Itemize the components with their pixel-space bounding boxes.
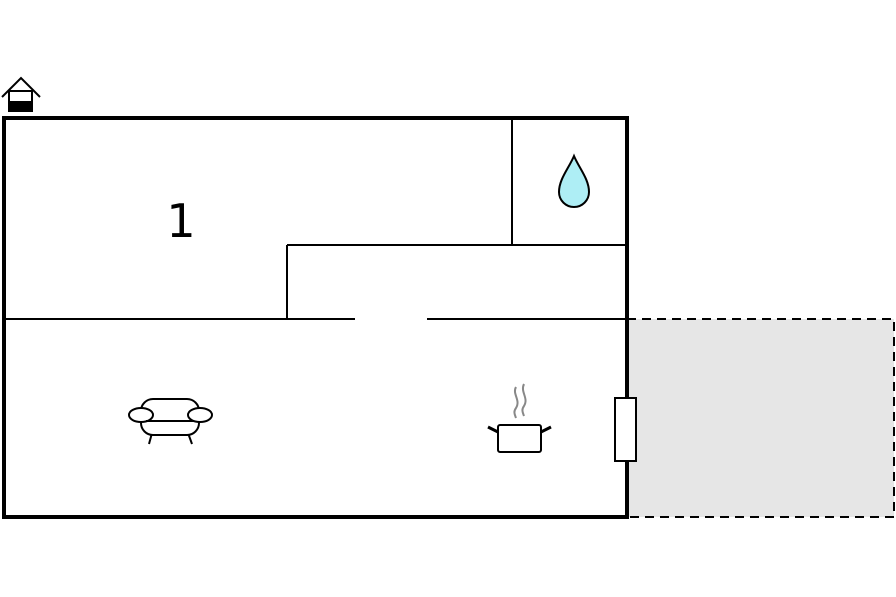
terrace-door xyxy=(614,397,637,462)
cooking-pot-icon xyxy=(487,383,552,453)
house-floor-icon xyxy=(1,76,41,112)
water-drop-icon xyxy=(557,153,591,208)
interior-walls xyxy=(4,118,627,320)
room-number-label: 1 xyxy=(166,194,195,248)
outer-walls xyxy=(2,116,629,519)
sofa-icon xyxy=(128,398,213,445)
terrace-area xyxy=(626,318,895,518)
